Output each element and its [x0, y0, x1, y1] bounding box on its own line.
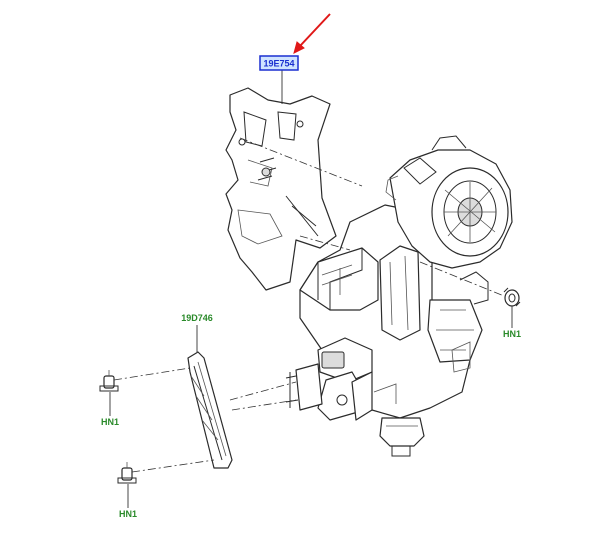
assembly-centerlines: [113, 137, 505, 473]
hvac-housing-assembly: [285, 135, 513, 457]
label-19d746[interactable]: 19D746: [181, 313, 213, 323]
selected-part-highlight-box: [259, 55, 299, 71]
red-pointer-arrow-icon: [293, 13, 331, 54]
label-hn1-right[interactable]: HN1: [503, 329, 521, 339]
label-19e754[interactable]: 19E754: [263, 59, 294, 69]
leader-lines: [109, 70, 513, 508]
nut-left-lower-hn1[interactable]: [117, 462, 137, 484]
nut-right-hn1[interactable]: [503, 287, 521, 307]
label-hn1-left-upper[interactable]: HN1: [101, 417, 119, 427]
nut-left-upper-hn1[interactable]: [99, 370, 119, 392]
frame-19d746[interactable]: [187, 351, 233, 469]
bracket-19e754[interactable]: [225, 87, 337, 291]
label-hn1-left-lower[interactable]: HN1: [119, 509, 137, 519]
